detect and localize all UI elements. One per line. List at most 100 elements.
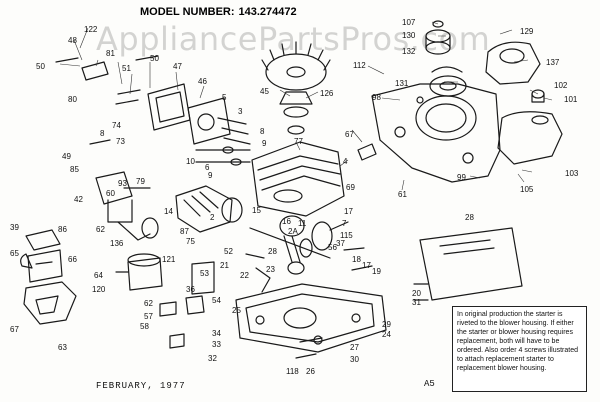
callout-label: 86 bbox=[58, 225, 67, 234]
valve-assembly bbox=[195, 117, 251, 166]
callout-label: 137 bbox=[546, 58, 560, 67]
governor-parts bbox=[185, 253, 271, 315]
callout-label: 61 bbox=[398, 190, 407, 199]
instruction-card bbox=[419, 227, 523, 301]
callout-label: 5 bbox=[222, 93, 227, 102]
ignition-coil bbox=[115, 253, 163, 291]
callout-label: 122 bbox=[84, 25, 98, 34]
callout-label: 60 bbox=[106, 189, 115, 198]
callout-label: 15 bbox=[252, 206, 261, 215]
callout-label: 31 bbox=[412, 298, 421, 307]
cylinder-block bbox=[251, 141, 345, 217]
callout-label: 74 bbox=[112, 121, 121, 130]
callout-label: 136 bbox=[110, 239, 124, 248]
callout-label: 105 bbox=[520, 185, 534, 194]
callout-label: 79 bbox=[136, 177, 145, 186]
callout-label: 115 bbox=[340, 231, 353, 240]
callout-label: 80 bbox=[68, 95, 77, 104]
callout-label: 107 bbox=[402, 18, 416, 27]
callout-label: 75 bbox=[186, 237, 195, 246]
callout-label: 37 bbox=[336, 239, 345, 248]
callout-label: 102 bbox=[554, 81, 568, 90]
callout-label: 81 bbox=[106, 49, 115, 58]
callout-label: 118 bbox=[286, 367, 299, 376]
callout-label: 101 bbox=[564, 95, 578, 104]
air-cleaner bbox=[20, 229, 77, 325]
callout-label: 85 bbox=[70, 165, 79, 174]
callout-label: 66 bbox=[68, 255, 77, 264]
callout-label: 27 bbox=[350, 343, 359, 352]
callout-label: 24 bbox=[382, 330, 391, 339]
callout-label: 3 bbox=[238, 107, 243, 116]
blower-housing bbox=[371, 83, 501, 183]
flywheel bbox=[261, 41, 331, 91]
callout-label: 14 bbox=[164, 207, 173, 216]
callout-label: 26 bbox=[306, 367, 315, 376]
watermark-text: AppliancePartsPros.com bbox=[96, 20, 491, 58]
engine-base bbox=[235, 283, 387, 353]
callout-label: 56 bbox=[328, 243, 337, 252]
callout-label: 112 bbox=[353, 61, 366, 70]
callout-label: 2 bbox=[210, 213, 215, 222]
callout-label: 77 bbox=[294, 137, 303, 146]
callout-label: 9 bbox=[208, 171, 213, 180]
callout-label: 93 bbox=[118, 179, 127, 188]
callout-label: 22 bbox=[240, 271, 249, 280]
callout-label: 45 bbox=[260, 87, 269, 96]
callout-label: 9 bbox=[262, 139, 267, 148]
callout-label: 64 bbox=[94, 271, 103, 280]
callout-label: 51 bbox=[122, 64, 131, 73]
callout-label: 36 bbox=[186, 285, 195, 294]
callout-label: 8 bbox=[260, 127, 265, 136]
callout-label: 54 bbox=[212, 296, 221, 305]
callout-label: 16 bbox=[282, 217, 291, 226]
callout-label: 29 bbox=[382, 320, 391, 329]
callout-label: 23 bbox=[266, 265, 275, 274]
crankshaft bbox=[249, 221, 349, 259]
callout-label: 46 bbox=[198, 77, 207, 86]
callout-label: 49 bbox=[62, 152, 71, 161]
callout-label: 57 bbox=[144, 312, 153, 321]
callout-label: 42 bbox=[74, 195, 83, 204]
callout-label: 18 bbox=[352, 255, 361, 264]
callout-label: 53 bbox=[200, 269, 209, 278]
callout-label: 39 bbox=[10, 223, 19, 232]
breather bbox=[175, 185, 243, 233]
callout-label: 28 bbox=[268, 247, 277, 256]
callout-label: 58 bbox=[140, 322, 149, 331]
callout-label: 47 bbox=[173, 62, 182, 71]
callout-label: 87 bbox=[180, 227, 189, 236]
callout-label: 20 bbox=[412, 289, 421, 298]
callout-label: 50 bbox=[150, 54, 159, 63]
callout-label: 48 bbox=[68, 36, 77, 45]
callout-label: 67 bbox=[345, 130, 354, 139]
callout-label: 62 bbox=[144, 299, 153, 308]
callout-label: 63 bbox=[58, 343, 67, 352]
callout-label: 130 bbox=[402, 31, 416, 40]
callout-label: 6 bbox=[205, 163, 210, 172]
callout-label: 33 bbox=[212, 340, 221, 349]
callout-label: 10 bbox=[186, 157, 195, 166]
callout-label: 129 bbox=[520, 27, 534, 36]
callout-label: 121 bbox=[162, 255, 176, 264]
callout-label: 120 bbox=[92, 285, 106, 294]
carburetor bbox=[95, 171, 159, 241]
callout-label: 67 bbox=[10, 325, 19, 334]
shroud-cover bbox=[485, 41, 541, 85]
callout-label: 50 bbox=[36, 62, 45, 71]
callout-label: 62 bbox=[96, 225, 105, 234]
callout-label: 7 bbox=[342, 219, 347, 228]
fuel-tank bbox=[497, 89, 563, 165]
revision-date: FEBRUARY, 1977 bbox=[96, 381, 186, 391]
cylinder-head bbox=[147, 83, 231, 145]
callout-label: 8 bbox=[100, 129, 105, 138]
rewind-starter bbox=[425, 20, 467, 97]
callout-label: 73 bbox=[116, 137, 125, 146]
callout-label: 21 bbox=[220, 261, 229, 270]
model-number-heading: MODEL NUMBER:143.274472 bbox=[140, 6, 301, 18]
callout-label: 28 bbox=[465, 213, 474, 222]
callout-label: 30 bbox=[350, 355, 359, 364]
callout-label: 32 bbox=[208, 354, 217, 363]
